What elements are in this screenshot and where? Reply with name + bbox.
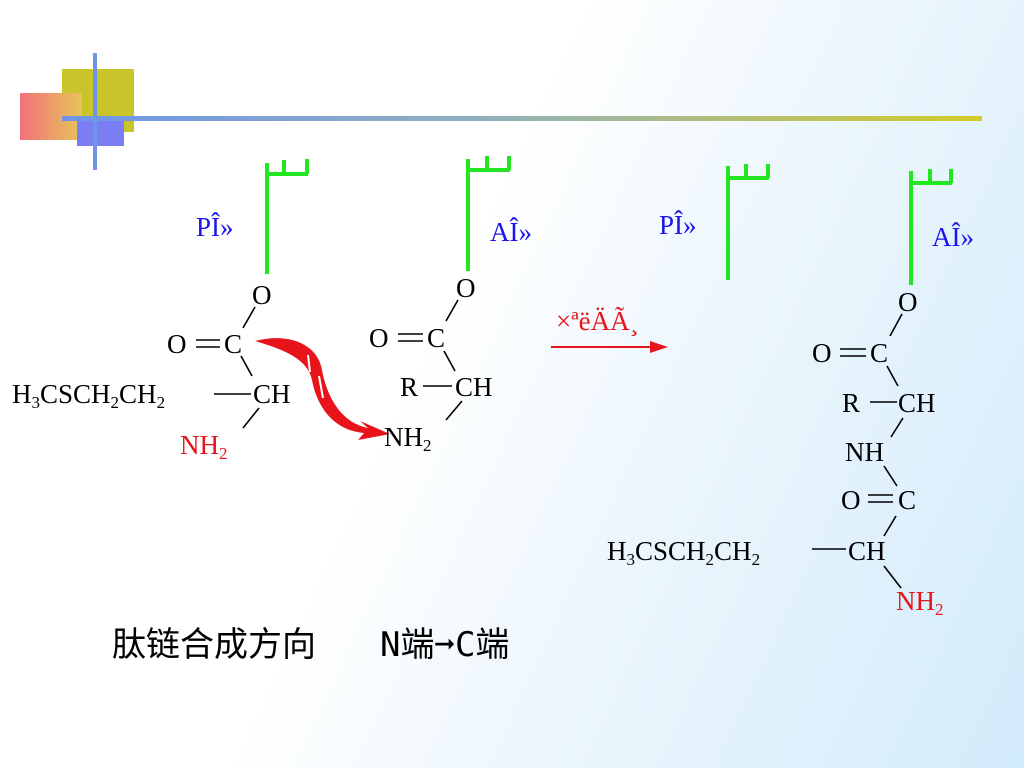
left-aa-o-double: O [369, 323, 389, 353]
left-aa-c: C [427, 323, 446, 353]
trna-anchor-left-p [265, 159, 309, 274]
right-o-double-1: O [812, 338, 832, 368]
p-site-label-left: PÎ» [196, 212, 234, 242]
left-met-o-link: O [252, 280, 272, 310]
right-r: R [842, 388, 861, 418]
a-site-label-right: AÎ» [932, 222, 974, 252]
bonds-left-met [196, 306, 260, 429]
right-sidechain: H3CSCH2CH2 [607, 536, 761, 569]
reaction-label: ×ªëÄÃ¸ [556, 306, 639, 336]
right-o-link: O [898, 287, 918, 317]
caption-direction: N端➞C端 [380, 625, 510, 665]
deco-title-rule [62, 116, 982, 121]
right-nh2: NH2 [896, 586, 944, 619]
right-c-2: C [898, 485, 917, 515]
nucleophilic-attack-arrow [255, 338, 390, 440]
right-nh-peptide: NH [845, 437, 884, 467]
left-met-nh2: NH2 [180, 430, 228, 463]
left-aa-r: R [400, 372, 419, 402]
left-met-ch: CH [253, 379, 291, 409]
caption: 肽链合成方向 N端➞C端 [112, 628, 509, 662]
right-o-double-2: O [841, 485, 861, 515]
right-ch-2: CH [848, 536, 886, 566]
trna-anchor-right-a [909, 169, 953, 285]
left-met-c: C [224, 329, 243, 359]
deco-vertical-rule [93, 53, 97, 170]
p-site-label-right: PÎ» [659, 210, 697, 240]
reaction-arrow [551, 341, 668, 353]
trna-anchor-right-p [726, 164, 770, 280]
bonds-left-aa [398, 299, 463, 421]
left-met-o-double: O [167, 329, 187, 359]
bonds-right-peptide [812, 313, 904, 589]
left-met-sidechain: H3CSCH2CH2 [12, 379, 166, 412]
left-aa-nh2: NH2 [384, 422, 432, 455]
caption-text: 肽链合成方向 [112, 625, 316, 665]
a-site-label-left: AÎ» [490, 217, 532, 247]
left-aa-o-link: O [456, 273, 476, 303]
left-aa-ch: CH [455, 372, 493, 402]
deco-square-blue [77, 120, 124, 146]
right-c-1: C [870, 338, 889, 368]
right-ch-1: CH [898, 388, 936, 418]
trna-anchor-left-a [466, 156, 511, 271]
